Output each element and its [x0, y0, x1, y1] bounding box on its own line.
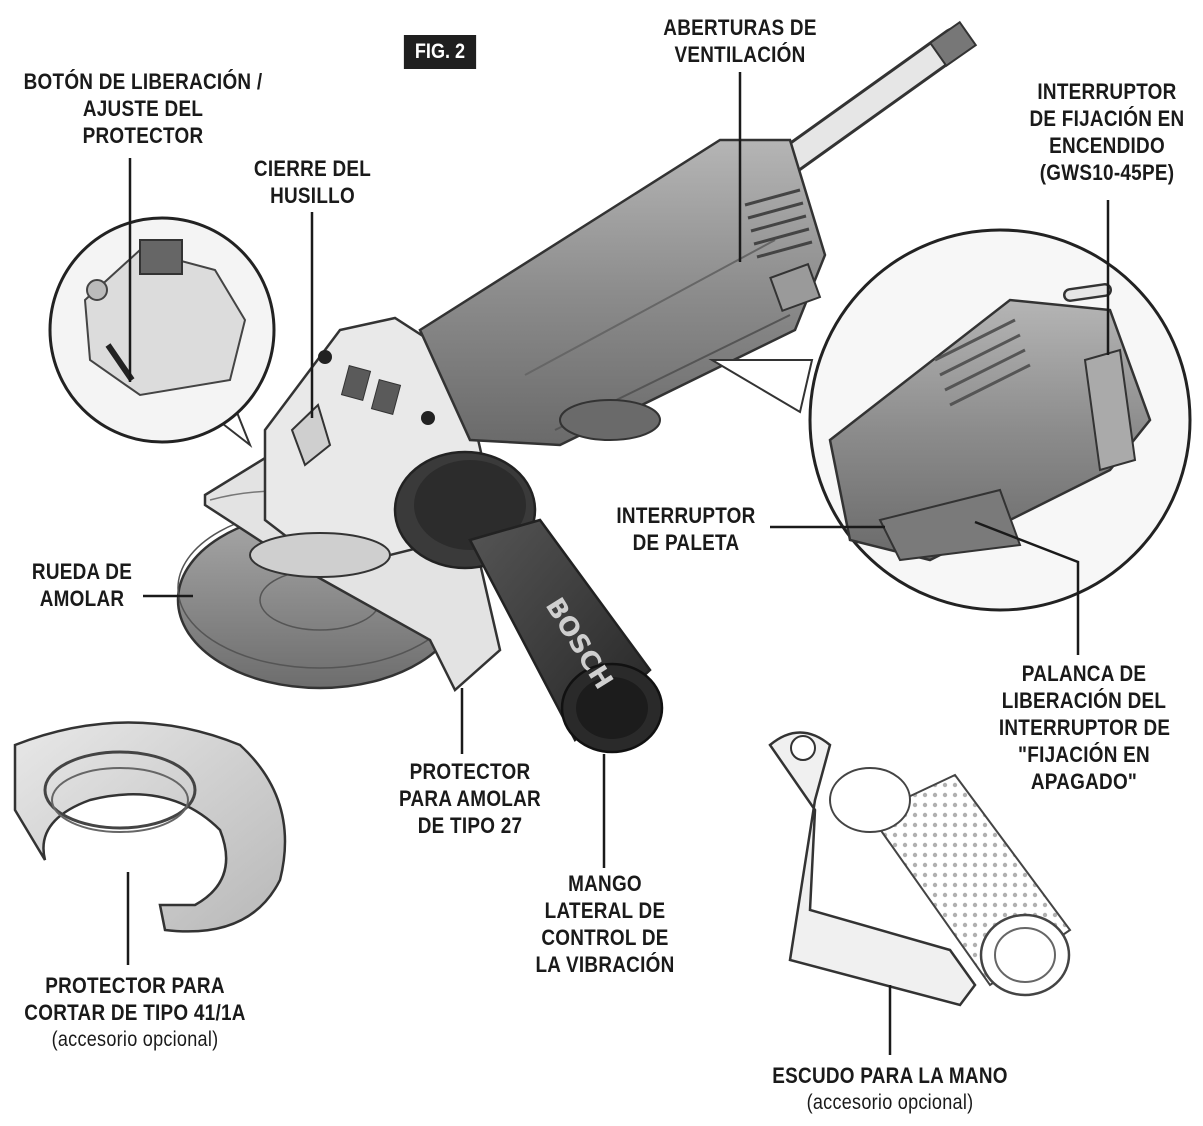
ventilation-slots [744, 188, 813, 259]
hand-shield [768, 731, 1072, 1007]
label-boton-liberacion: BOTÓN DE LIBERACIÓN / AJUSTE DEL PROTECT… [23, 69, 263, 148]
label-rueda-amolar: RUEDA DE AMOLAR [31, 559, 133, 611]
motor-housing [418, 138, 827, 447]
type41-guard [13, 721, 287, 933]
side-handle: BOSCH [393, 450, 664, 754]
inset-guard-release [48, 216, 276, 449]
leader-palanca [974, 520, 1080, 655]
inset-vent-slots [934, 318, 1031, 407]
label-cierre-husillo: CIERRE DEL HUSILLO [253, 156, 372, 208]
label-mango-lateral: MANGO LATERAL DE CONTROL DE LA VIBRACIÓN [535, 871, 675, 977]
inset-switch [708, 228, 1192, 612]
power-cord [775, 20, 978, 175]
label-aberturas-ventilacion: ABERTURAS DE VENTILACIÓN [663, 15, 817, 67]
leader-lines [126, 72, 1110, 1055]
label-protector-tipo27: PROTECTOR PARA AMOLAR DE TIPO 27 [399, 759, 541, 838]
label-interruptor-fijacion-encendido: INTERRUPTOR DE FIJACIÓN EN ENCENDIDO (GW… [1029, 79, 1185, 185]
label-escudo-mano: ESCUDO PARA LA MANO (accesorio opcional) [772, 1063, 1008, 1114]
figure-number: FIG. 2 [403, 35, 477, 69]
label-interruptor-paleta: INTERRUPTOR DE PALETA [616, 503, 756, 555]
label-protector-tipo41: PROTECTOR PARA CORTAR DE TIPO 41/1A (acc… [24, 973, 246, 1051]
label-palanca-liberacion: PALANCA DE LIBERACIÓN DEL INTERRUPTOR DE… [998, 661, 1171, 794]
